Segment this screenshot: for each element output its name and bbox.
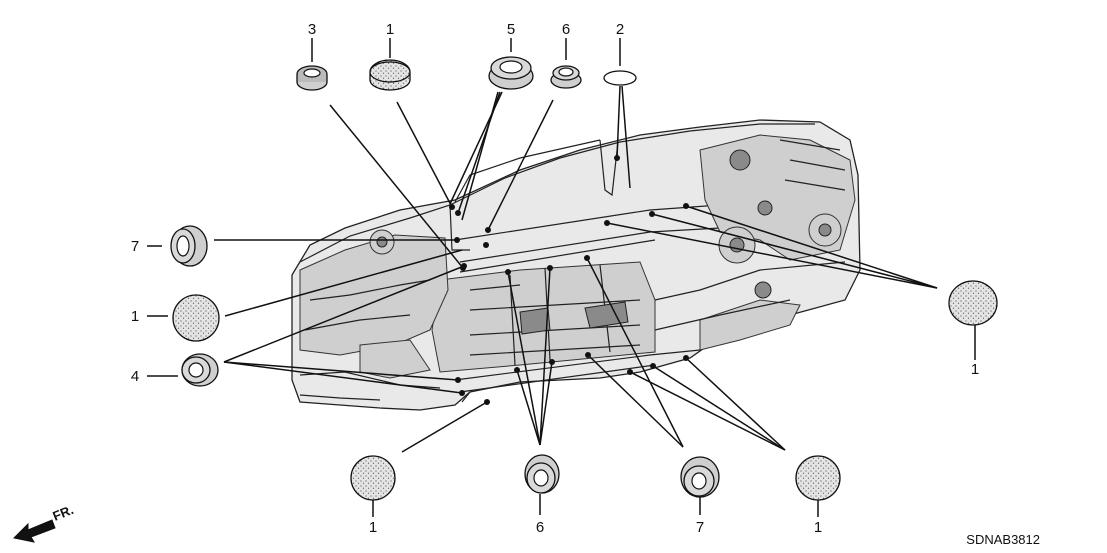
callout-labels: 3 1 5 6 2 7 1 4 1 1 6 7 1 — [131, 21, 979, 536]
part-pad-2 — [603, 70, 637, 86]
callout-label: 1 — [131, 308, 139, 325]
part-grommet-6-bottom — [524, 454, 560, 494]
part-grommet-3 — [296, 65, 328, 91]
part-grommet-7-left — [170, 225, 208, 267]
part-plug-bottom-b — [795, 455, 841, 501]
callout-label: 2 — [616, 21, 624, 38]
part-plug-bottom-a — [350, 455, 396, 501]
callout-label: 1 — [971, 361, 979, 378]
part-grommet-4 — [181, 353, 219, 387]
part-plug-left — [172, 294, 220, 342]
callout-label: 7 — [696, 519, 704, 536]
callout-label: 1 — [814, 519, 822, 536]
callout-label: 5 — [507, 21, 515, 38]
front-direction-arrow: FR. — [12, 502, 76, 543]
leader-lines — [147, 38, 976, 517]
callout-label: 6 — [536, 519, 544, 536]
callout-label: 4 — [131, 368, 139, 385]
callout-label: 7 — [131, 238, 139, 255]
callout-label: 6 — [562, 21, 570, 38]
attachment-points — [449, 155, 689, 405]
diagram-code: SDNAB3812 — [966, 532, 1040, 547]
part-grommet-5 — [488, 56, 534, 90]
callout-label: 1 — [386, 21, 394, 38]
part-plug-top — [369, 59, 411, 91]
callout-label: 3 — [308, 21, 316, 38]
vehicle-body — [291, 119, 861, 411]
front-direction-label: FR. — [51, 502, 76, 524]
part-plug-right — [948, 280, 998, 326]
callout-label: 1 — [369, 519, 377, 536]
part-grommet-6-top — [550, 65, 582, 89]
part-grommet-7-bottom — [680, 456, 720, 498]
